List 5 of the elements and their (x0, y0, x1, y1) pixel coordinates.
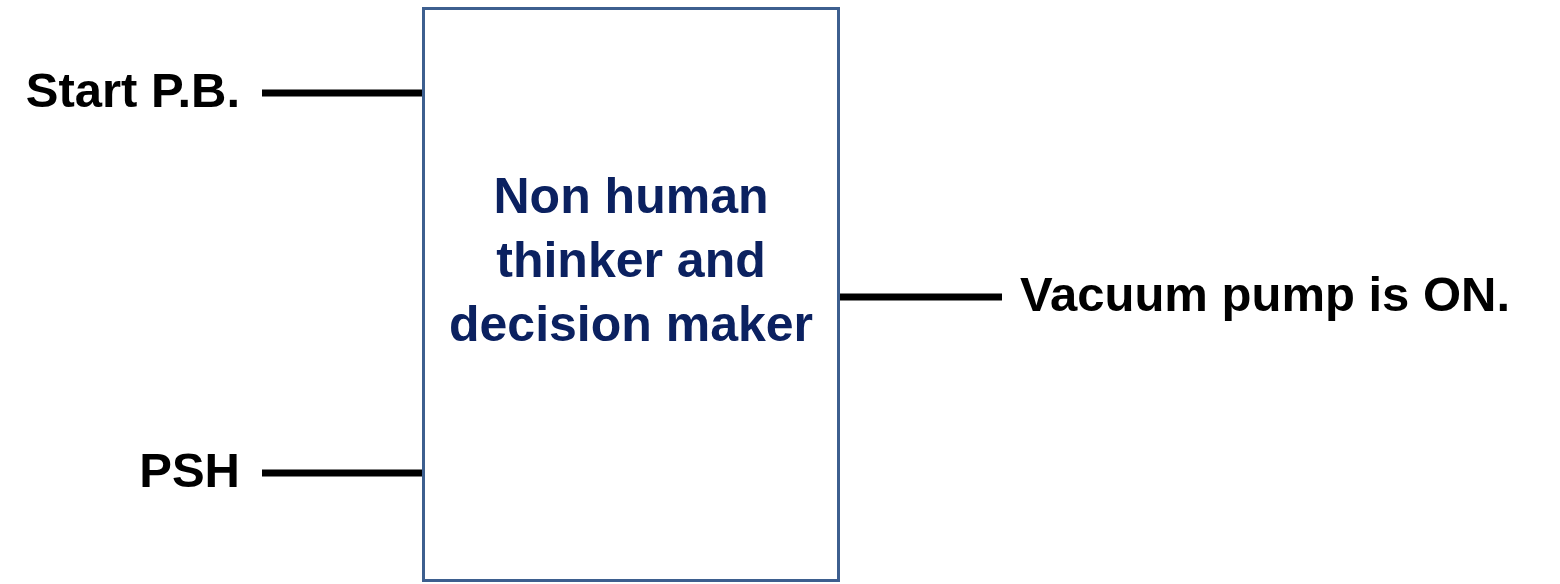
signal-label: Start P.B. (4, 60, 262, 120)
box-text: Non human thinker and decision maker (447, 166, 815, 354)
process-box (422, 7, 840, 582)
signal-label: PSH (4, 440, 262, 500)
signal-label: Vacuum pump is ON. (1002, 264, 1558, 324)
